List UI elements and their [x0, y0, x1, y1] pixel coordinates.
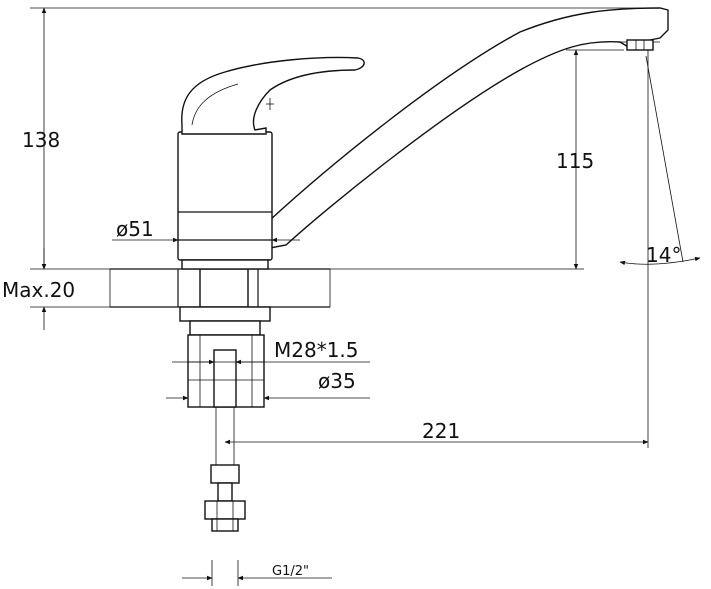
- dim-hose-connection-label: G1/2": [272, 564, 309, 579]
- dim-reach-label: 221: [422, 419, 460, 443]
- dim-total-height-label: 138: [22, 128, 60, 152]
- dim-reach: [224, 50, 649, 448]
- dim-spout-height: [330, 49, 624, 270]
- dim-max-thickness-label: Max.20: [2, 278, 75, 302]
- dim-body-diameter-label: ø51: [116, 217, 154, 241]
- lever-handle: [181, 56, 365, 135]
- dim-spout-angle-label: 14°: [646, 243, 681, 267]
- dim-spout-height-label: 115: [556, 149, 594, 173]
- dim-spout-angle: [619, 55, 701, 266]
- dim-thread-label: M28*1.5: [274, 338, 359, 362]
- dim-shank-diameter-label: ø35: [318, 369, 356, 393]
- faucet-body: [177, 131, 273, 270]
- dim-max-thickness: [30, 248, 110, 330]
- dim-hose-connection: [182, 560, 332, 586]
- mounting-shank: [179, 268, 271, 408]
- flexible-hose: [204, 406, 246, 532]
- spout: [269, 7, 669, 249]
